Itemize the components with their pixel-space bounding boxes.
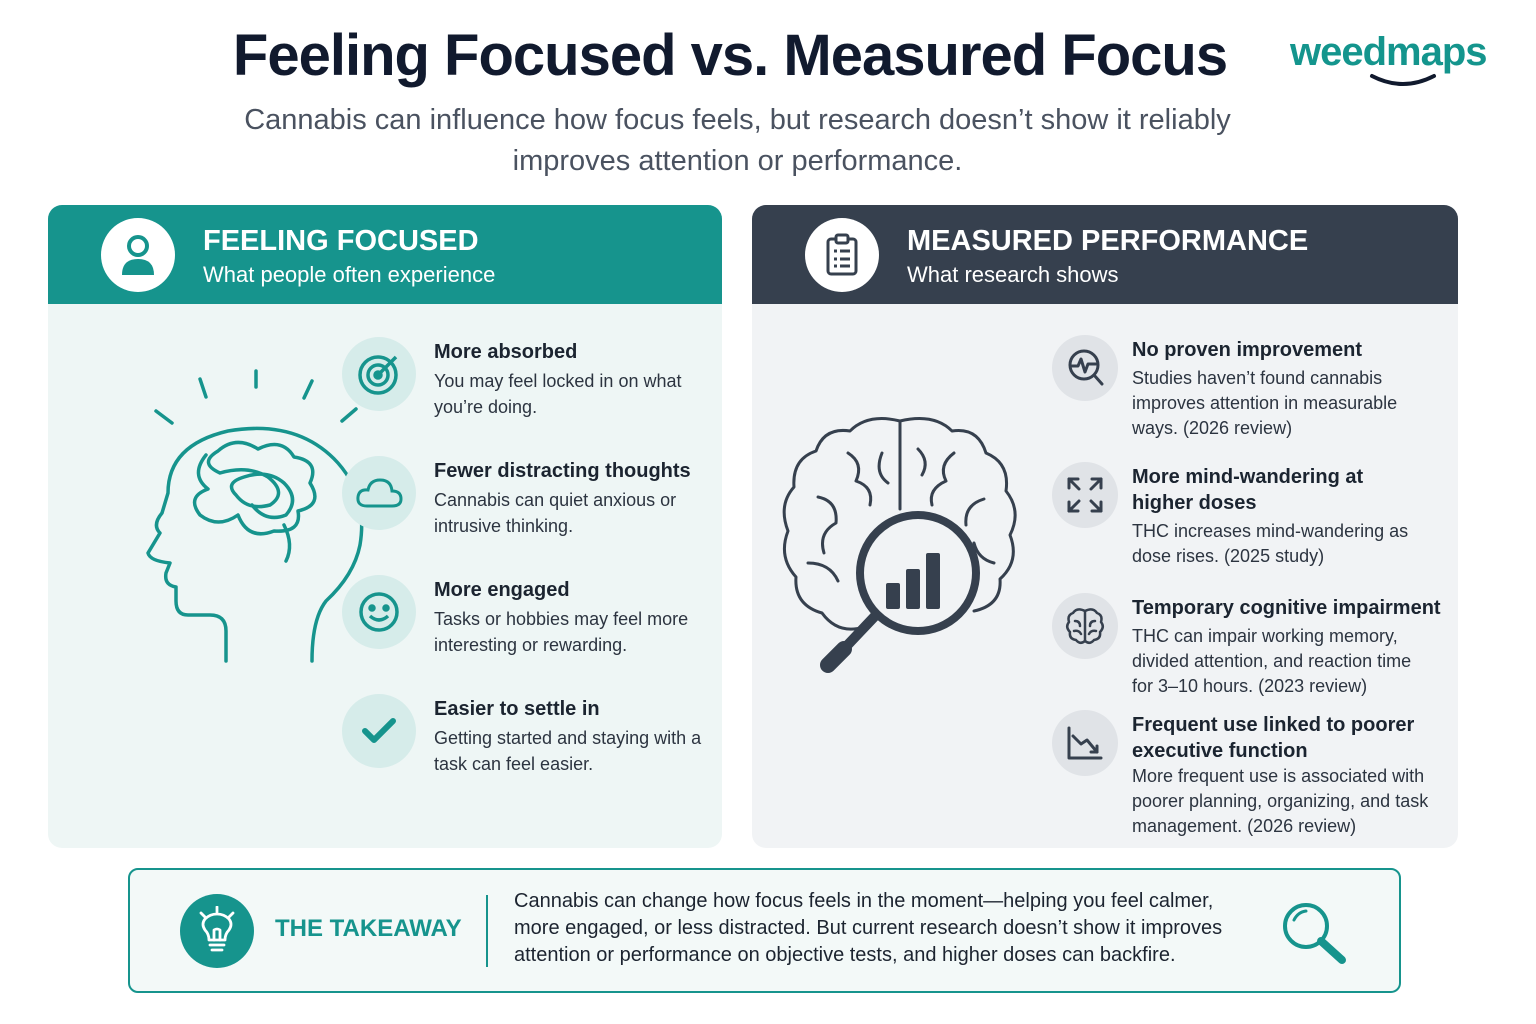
- person-icon: [101, 218, 175, 292]
- measured-performance-header: MEASURED PERFORMANCE What research shows: [752, 205, 1458, 304]
- feeling-focused-panel: FEELING FOCUSED What people often experi…: [48, 205, 722, 848]
- item-title: Temporary cognitive impairment: [1132, 597, 1441, 619]
- item-title: More absorbed: [434, 341, 578, 363]
- item-title: No proven improvement: [1132, 339, 1363, 361]
- item-title: Easier to settle in: [434, 698, 600, 720]
- item-desc: You may feel locked in on what you’re do…: [434, 371, 682, 417]
- logo-smile-icon: [1370, 74, 1436, 86]
- checkmark-icon: [342, 694, 416, 768]
- weedmaps-logo[interactable]: weedmaps: [1290, 30, 1510, 94]
- declining-chart-icon: [1052, 710, 1118, 776]
- panel-subtitle: What people often experience: [203, 262, 496, 287]
- expand-arrows-icon: [1052, 462, 1118, 528]
- takeaway-text: Cannabis can change how focus feels in t…: [514, 890, 1223, 966]
- takeaway-box: THE TAKEAWAY Cannabis can change how foc…: [128, 868, 1401, 993]
- item-desc: THC can impair working memory, divided a…: [1132, 626, 1412, 696]
- header: Feeling Focused vs. Measured Focus Canna…: [0, 0, 1536, 200]
- takeaway-label: THE TAKEAWAY: [275, 915, 462, 942]
- item-desc: Cannabis can quiet anxious or intrusive …: [434, 490, 677, 536]
- clipboard-icon: [805, 218, 879, 292]
- item-title: More engaged: [434, 579, 570, 601]
- item-desc: More frequent use is associated with poo…: [1132, 766, 1429, 836]
- item-desc: Studies haven’t found cannabis improves …: [1132, 368, 1398, 438]
- measured-performance-panel: MEASURED PERFORMANCE What research shows: [752, 205, 1458, 848]
- target-icon: [342, 337, 416, 411]
- takeaway-divider: [486, 895, 488, 967]
- item-title: Frequent use linked to poorer executive …: [1132, 714, 1415, 762]
- page-title: Feeling Focused vs. Measured Focus: [232, 23, 1228, 88]
- magnifier-pulse-icon: [1052, 335, 1118, 401]
- lightbulb-icon: [180, 894, 254, 968]
- item-desc: Tasks or hobbies may feel more interesti…: [434, 609, 689, 655]
- item-title: Fewer distracting thoughts: [434, 460, 691, 482]
- item-title: More mind-wandering at higher doses: [1132, 466, 1364, 514]
- brain-icon: [1052, 593, 1118, 659]
- item-desc: THC increases mind-wandering as dose ris…: [1132, 521, 1409, 566]
- feeling-focused-header: FEELING FOCUSED What people often experi…: [48, 205, 722, 304]
- page-subtitle: Cannabis can influence how focus feels, …: [244, 104, 1231, 177]
- panel-title: FEELING FOCUSED: [203, 225, 479, 257]
- panel-title: MEASURED PERFORMANCE: [907, 225, 1309, 257]
- brain-magnifier-illustration: [782, 417, 1017, 673]
- logo-text: weedmaps: [1290, 30, 1488, 74]
- panel-subtitle: What research shows: [907, 262, 1119, 287]
- cloud-icon: [342, 456, 416, 530]
- smiley-icon: [342, 575, 416, 649]
- head-thoughts-illustration: [146, 369, 364, 663]
- item-desc: Getting started and staying with a task …: [434, 728, 702, 774]
- magnifier-icon: [1280, 900, 1350, 971]
